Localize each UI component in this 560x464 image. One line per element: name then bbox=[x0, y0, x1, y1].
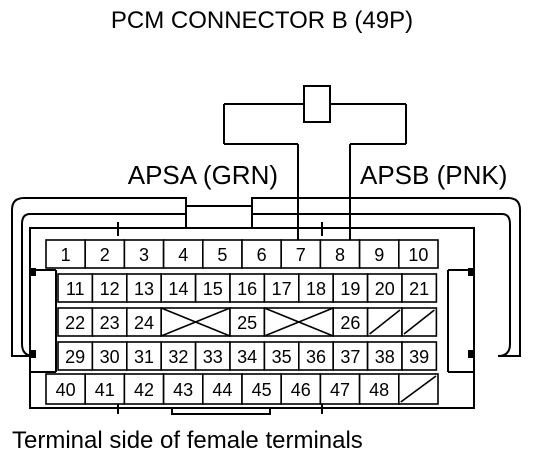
connector-housing bbox=[11, 197, 521, 415]
terminal-number: 18 bbox=[306, 279, 326, 299]
terminal-number: 20 bbox=[375, 279, 395, 299]
terminal-number: 40 bbox=[56, 380, 76, 400]
terminal-cavity bbox=[84, 239, 126, 269]
terminal-number: 6 bbox=[257, 245, 267, 265]
terminal-cavity bbox=[332, 341, 369, 371]
terminal-number: 11 bbox=[66, 279, 85, 299]
terminal-cavity bbox=[91, 341, 128, 371]
terminal-number: 7 bbox=[296, 245, 306, 265]
terminal-number: 13 bbox=[134, 279, 154, 299]
terminal-number: 30 bbox=[100, 347, 120, 367]
terminal-number: 32 bbox=[168, 347, 188, 367]
terminal-cavity bbox=[241, 373, 283, 405]
terminal-number: 38 bbox=[375, 347, 395, 367]
terminal-number: 26 bbox=[340, 313, 360, 333]
terminal-number: 44 bbox=[212, 380, 232, 400]
terminal-number: 34 bbox=[237, 347, 257, 367]
terminal-number: 4 bbox=[178, 245, 188, 265]
terminal-number: 36 bbox=[306, 347, 326, 367]
terminal-number: 37 bbox=[340, 347, 360, 367]
terminal-cavity bbox=[126, 273, 163, 303]
terminal-cavity bbox=[263, 273, 300, 303]
terminal-number: 12 bbox=[100, 279, 120, 299]
terminal-cavity bbox=[297, 341, 334, 371]
terminal-cavity bbox=[45, 239, 87, 269]
terminal-number: 43 bbox=[173, 380, 193, 400]
terminal-number: 25 bbox=[237, 313, 257, 333]
apsb-label: APSB (PNK) bbox=[360, 160, 507, 190]
terminal-number: 48 bbox=[369, 380, 389, 400]
terminal-number: 29 bbox=[65, 347, 85, 367]
terminal-number: 8 bbox=[335, 245, 345, 265]
terminal-number: 24 bbox=[134, 313, 154, 333]
terminal-number: 41 bbox=[95, 380, 115, 400]
terminal-cavity bbox=[162, 239, 204, 269]
terminal-number: 5 bbox=[217, 245, 227, 265]
terminal-number: 45 bbox=[252, 380, 272, 400]
diagram-title: PCM CONNECTOR B (49P) bbox=[111, 7, 413, 34]
terminal-number: 3 bbox=[139, 245, 149, 265]
terminal-cavity bbox=[91, 273, 128, 303]
terminal-cavity bbox=[401, 341, 438, 371]
terminal-number: 2 bbox=[100, 245, 110, 265]
terminal-number: 17 bbox=[272, 279, 292, 299]
terminal-cavity bbox=[280, 239, 322, 269]
apsa-label: APSA (GRN) bbox=[128, 160, 278, 190]
terminal-number: 35 bbox=[272, 347, 292, 367]
terminal-number: 21 bbox=[409, 279, 429, 299]
terminal-cavity bbox=[160, 273, 197, 303]
terminal-cavity bbox=[319, 373, 361, 405]
terminal-number: 31 bbox=[134, 347, 154, 367]
terminal-number: 9 bbox=[374, 245, 384, 265]
terminal-number: 23 bbox=[100, 313, 120, 333]
terminal-number: 14 bbox=[168, 279, 188, 299]
terminal-cavity bbox=[397, 239, 439, 269]
terminal-cavity bbox=[280, 373, 322, 405]
terminal-cavity bbox=[241, 239, 283, 269]
terminal-number: 1 bbox=[61, 245, 71, 265]
terminal-number: 22 bbox=[65, 313, 85, 333]
terminal-cavity bbox=[57, 273, 94, 303]
terminal-cavity bbox=[123, 373, 165, 405]
terminal-number: 16 bbox=[237, 279, 257, 299]
terminal-number: 46 bbox=[291, 380, 311, 400]
terminal-cavity bbox=[229, 307, 266, 337]
sensor-symbol bbox=[223, 85, 407, 145]
terminal-cavity bbox=[91, 307, 128, 337]
terminal-cavity bbox=[401, 273, 438, 303]
terminal-number: 47 bbox=[330, 380, 350, 400]
caption: Terminal side of female terminals bbox=[12, 427, 363, 454]
terminal-number: 39 bbox=[409, 347, 429, 367]
terminal-cavity bbox=[194, 273, 231, 303]
terminal-number: 42 bbox=[134, 380, 154, 400]
terminal-number: 10 bbox=[408, 245, 428, 265]
terminal-cavity bbox=[84, 373, 126, 405]
terminal-number: 19 bbox=[340, 279, 360, 299]
terminal-cavity bbox=[319, 239, 361, 269]
terminal-number: 15 bbox=[203, 279, 223, 299]
terminal-number: 33 bbox=[203, 347, 223, 367]
